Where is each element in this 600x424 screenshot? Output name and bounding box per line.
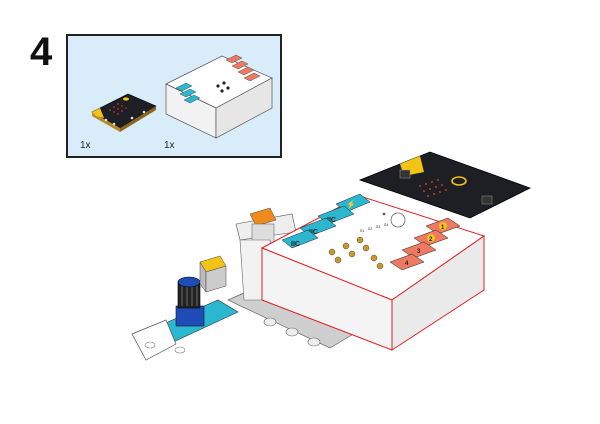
part-expansion-box-image — [165, 54, 273, 139]
port-number-label: 2 — [429, 237, 433, 243]
port-number-label: 1 — [441, 225, 445, 231]
microbit-board — [358, 151, 532, 219]
expansion-box: ⚡ IIC IIC IIC S1 S2 S3 S4 1 2 3 — [260, 193, 486, 351]
motor-terminals — [328, 236, 384, 270]
pin-label: S4 — [384, 223, 388, 227]
pin-label: S2 — [368, 227, 372, 231]
part-quantity-microbit: 1x — [80, 140, 91, 151]
pin-label: S3 — [376, 225, 380, 229]
pin-headers: S1 S2 S3 S4 — [360, 223, 388, 233]
iic-port-label: IIC — [309, 229, 318, 236]
part-microbit-image — [91, 93, 157, 132]
iic-port-label: IIC — [327, 217, 336, 224]
iic-port-label: IIC — [291, 241, 300, 248]
pin-label: S1 — [360, 229, 364, 233]
step-number: 4 — [30, 30, 53, 74]
port-number-label: 4 — [405, 261, 409, 267]
power-port-icon: ⚡ — [346, 199, 356, 209]
part-quantity-expansion-box: 1x — [164, 140, 175, 151]
potentiometer-module — [131, 255, 239, 361]
iic-ports: ⚡ IIC IIC IIC — [281, 193, 371, 249]
port-number-label: 3 — [417, 249, 421, 255]
numbered-ports: 1 2 3 4 — [389, 217, 461, 271]
